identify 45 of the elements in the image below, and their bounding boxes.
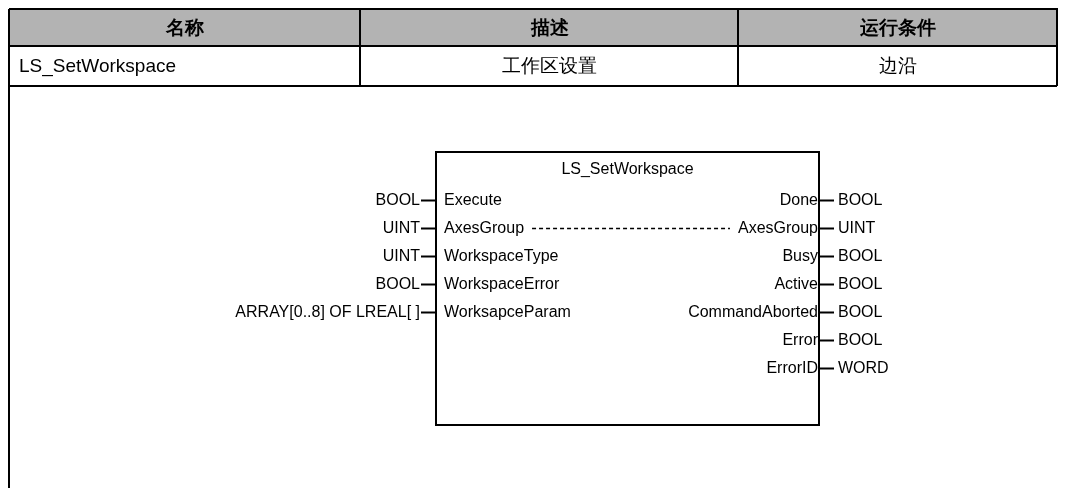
pin-line	[420, 311, 438, 314]
input-pin: WorkspaceType	[437, 246, 567, 266]
data-type: UINT	[382, 218, 421, 238]
column-header: 描述	[529, 16, 570, 40]
pin-line	[817, 227, 835, 230]
pin-line	[817, 199, 835, 202]
pin-line	[420, 227, 438, 230]
pin-line	[420, 255, 438, 258]
table-cell-text: LS_SetWorkspace	[18, 54, 177, 79]
pin-line	[817, 255, 835, 258]
data-type: BOOL	[375, 190, 421, 210]
data-type: BOOL	[834, 246, 883, 266]
input-pin: AxesGroup	[437, 218, 533, 238]
data-type: UINT	[834, 218, 876, 238]
table-cell-text: 边沿	[878, 54, 918, 78]
table-cell-text: 工作区设置	[501, 54, 598, 78]
output-pin: Active	[766, 274, 818, 294]
output-pin: ErrorID	[758, 358, 818, 378]
data-type: UINT	[382, 246, 421, 266]
output-pin: AxesGroup	[729, 218, 818, 238]
function-block	[435, 151, 820, 426]
output-pin: Error	[774, 330, 818, 350]
pin-line	[817, 339, 835, 342]
output-pin: CommandAborted	[680, 302, 818, 322]
dashed-line	[531, 227, 731, 230]
column-header: 运行条件	[859, 16, 937, 40]
block-title: LS_SetWorkspace	[560, 159, 695, 179]
data-type: WORD	[834, 358, 889, 378]
data-type: ARRAY[0..8] OF LREAL[ ]	[235, 302, 421, 322]
output-pin: Busy	[774, 246, 818, 266]
output-pin: Done	[771, 190, 818, 210]
pin-line	[420, 283, 438, 286]
pin-line	[817, 311, 835, 314]
pin-line	[817, 283, 835, 286]
data-type: BOOL	[834, 190, 883, 210]
data-type: BOOL	[375, 274, 421, 294]
data-type: BOOL	[834, 302, 883, 322]
pin-line	[817, 367, 835, 370]
column-header: 名称	[165, 16, 205, 40]
data-type: BOOL	[834, 274, 883, 294]
pin-line	[420, 199, 438, 202]
input-pin: WorksapceParam	[437, 302, 579, 322]
data-type: BOOL	[834, 330, 883, 350]
input-pin: Execute	[437, 190, 510, 210]
input-pin: WorkspaceError	[437, 274, 568, 294]
